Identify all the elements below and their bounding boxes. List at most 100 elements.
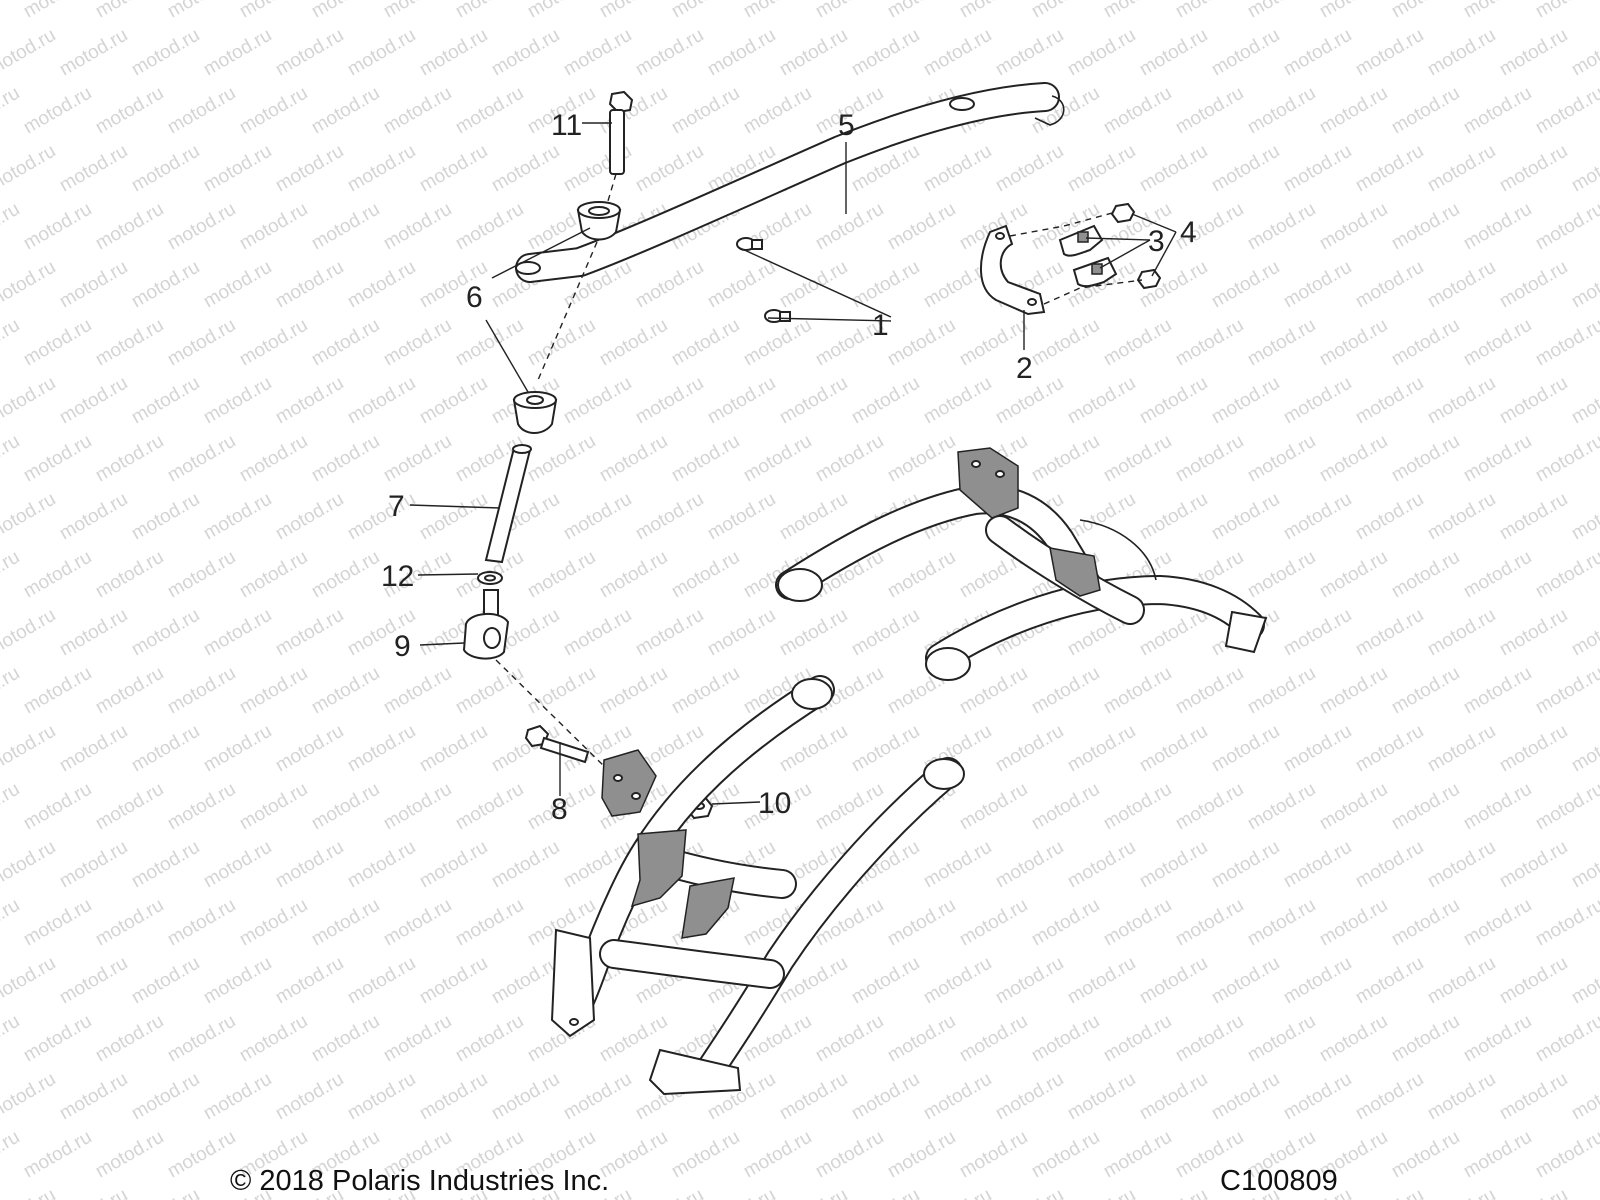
dash-line-9-8 bbox=[495, 659, 609, 771]
watermark-text: motod.ru bbox=[1460, 547, 1535, 603]
watermark-text: motod.ru bbox=[1244, 83, 1319, 139]
watermark-text: motod.ru bbox=[560, 605, 635, 661]
watermark-text: motod.ru bbox=[1532, 1127, 1600, 1183]
watermark-text: motod.ru bbox=[1244, 315, 1319, 371]
link-end-part-9 bbox=[462, 589, 510, 660]
watermark-text: motod.ru bbox=[0, 605, 59, 661]
watermark-text: motod.ru bbox=[1100, 779, 1175, 835]
watermark-text: motod.ru bbox=[1100, 0, 1175, 22]
watermark-text: motod.ru bbox=[1208, 1069, 1283, 1125]
watermark-text: motod.ru bbox=[272, 721, 347, 777]
watermark-text: motod.ru bbox=[884, 547, 959, 603]
watermark-text: motod.ru bbox=[380, 199, 455, 255]
watermark-text: motod.ru bbox=[128, 489, 203, 545]
watermark-text: motod.ru bbox=[1496, 141, 1571, 197]
watermark-text: motod.ru bbox=[308, 1011, 383, 1067]
watermark-text: motod.ru bbox=[1388, 895, 1463, 951]
watermark-text: motod.ru bbox=[20, 83, 95, 139]
watermark-text: motod.ru bbox=[0, 25, 59, 81]
watermark-text: motod.ru bbox=[0, 141, 59, 197]
watermark-text: motod.ru bbox=[1352, 373, 1427, 429]
watermark-text: motod.ru bbox=[560, 489, 635, 545]
watermark-text: motod.ru bbox=[1568, 1069, 1600, 1125]
watermark-text: motod.ru bbox=[596, 663, 671, 719]
bolt-part-11 bbox=[608, 90, 634, 175]
watermark-text: motod.ru bbox=[596, 83, 671, 139]
watermark-text: motod.ru bbox=[1460, 0, 1535, 22]
watermark-text: motod.ru bbox=[56, 837, 131, 893]
watermark-text: motod.ru bbox=[164, 1127, 239, 1183]
watermark-text: motod.ru bbox=[92, 547, 167, 603]
watermark-text: motod.ru bbox=[308, 0, 383, 22]
watermark-text: motod.ru bbox=[92, 0, 167, 22]
watermark-text: motod.ru bbox=[236, 895, 311, 951]
watermark-text: motod.ru bbox=[1280, 605, 1355, 661]
watermark-text: motod.ru bbox=[740, 1127, 815, 1183]
watermark-text: motod.ru bbox=[20, 315, 95, 371]
watermark-text: motod.ru bbox=[56, 721, 131, 777]
watermark-text: motod.ru bbox=[884, 1011, 959, 1067]
watermark-text: motod.ru bbox=[200, 605, 275, 661]
watermark-text: motod.ru bbox=[20, 1127, 95, 1183]
watermark-text: motod.ru bbox=[1172, 663, 1247, 719]
watermark-text: motod.ru bbox=[776, 605, 851, 661]
watermark-text: motod.ru bbox=[740, 431, 815, 487]
watermark-text: motod.ru bbox=[1208, 25, 1283, 81]
watermark-text: motod.ru bbox=[1064, 141, 1139, 197]
callout-11: 11 bbox=[551, 109, 582, 142]
watermark-text: motod.ru bbox=[0, 1185, 59, 1200]
watermark-text: motod.ru bbox=[1388, 199, 1463, 255]
watermark-text: motod.ru bbox=[452, 83, 527, 139]
watermark-text: motod.ru bbox=[344, 953, 419, 1009]
watermark-text: motod.ru bbox=[56, 373, 131, 429]
watermark-text: motod.ru bbox=[452, 315, 527, 371]
watermark-text: motod.ru bbox=[236, 431, 311, 487]
watermark-text: motod.ru bbox=[416, 1069, 491, 1125]
watermark-text: motod.ru bbox=[272, 605, 347, 661]
watermark-text: motod.ru bbox=[992, 1185, 1067, 1200]
watermark-text: motod.ru bbox=[92, 199, 167, 255]
watermark-text: motod.ru bbox=[704, 605, 779, 661]
watermark-text: motod.ru bbox=[920, 373, 995, 429]
spacer-tube-part-7 bbox=[484, 444, 532, 564]
watermark-text: motod.ru bbox=[236, 547, 311, 603]
watermark-text: motod.ru bbox=[1532, 199, 1600, 255]
watermark-text: motod.ru bbox=[92, 895, 167, 951]
watermark-text: motod.ru bbox=[524, 431, 599, 487]
watermark-text: motod.ru bbox=[1388, 1011, 1463, 1067]
watermark-text: motod.ru bbox=[1244, 0, 1319, 22]
watermark-text: motod.ru bbox=[0, 1011, 23, 1067]
watermark-text: motod.ru bbox=[0, 779, 23, 835]
figure-code: C100809 bbox=[1220, 1165, 1338, 1197]
watermark-text: motod.ru bbox=[56, 489, 131, 545]
watermark-text: motod.ru bbox=[1568, 257, 1600, 313]
watermark-text: motod.ru bbox=[992, 141, 1067, 197]
watermark-text: motod.ru bbox=[1352, 1185, 1427, 1200]
watermark-text: motod.ru bbox=[308, 663, 383, 719]
watermark-text: motod.ru bbox=[56, 605, 131, 661]
watermark-text: motod.ru bbox=[704, 257, 779, 313]
watermark-text: motod.ru bbox=[632, 141, 707, 197]
watermark-text: motod.ru bbox=[1568, 25, 1600, 81]
watermark-text: motod.ru bbox=[668, 83, 743, 139]
watermark-text: motod.ru bbox=[884, 1127, 959, 1183]
watermark-text: motod.ru bbox=[488, 1069, 563, 1125]
watermark-text: motod.ru bbox=[128, 257, 203, 313]
watermark-text: motod.ru bbox=[1028, 779, 1103, 835]
watermark-text: motod.ru bbox=[1532, 895, 1600, 951]
watermark-text: motod.ru bbox=[0, 663, 23, 719]
watermark-text: motod.ru bbox=[992, 721, 1067, 777]
watermark-text: motod.ru bbox=[416, 489, 491, 545]
watermark-text: motod.ru bbox=[1244, 547, 1319, 603]
watermark-text: motod.ru bbox=[1568, 721, 1600, 777]
watermark-text: motod.ru bbox=[1208, 953, 1283, 1009]
watermark-text: motod.ru bbox=[1352, 25, 1427, 81]
watermark-text: motod.ru bbox=[1100, 663, 1175, 719]
watermark-text: motod.ru bbox=[668, 663, 743, 719]
watermark-text: motod.ru bbox=[1496, 953, 1571, 1009]
watermark-text: motod.ru bbox=[1028, 0, 1103, 22]
watermark-text: motod.ru bbox=[92, 1127, 167, 1183]
watermark-text: motod.ru bbox=[0, 199, 23, 255]
watermark-text: motod.ru bbox=[1064, 1185, 1139, 1200]
watermark-text: motod.ru bbox=[1136, 141, 1211, 197]
